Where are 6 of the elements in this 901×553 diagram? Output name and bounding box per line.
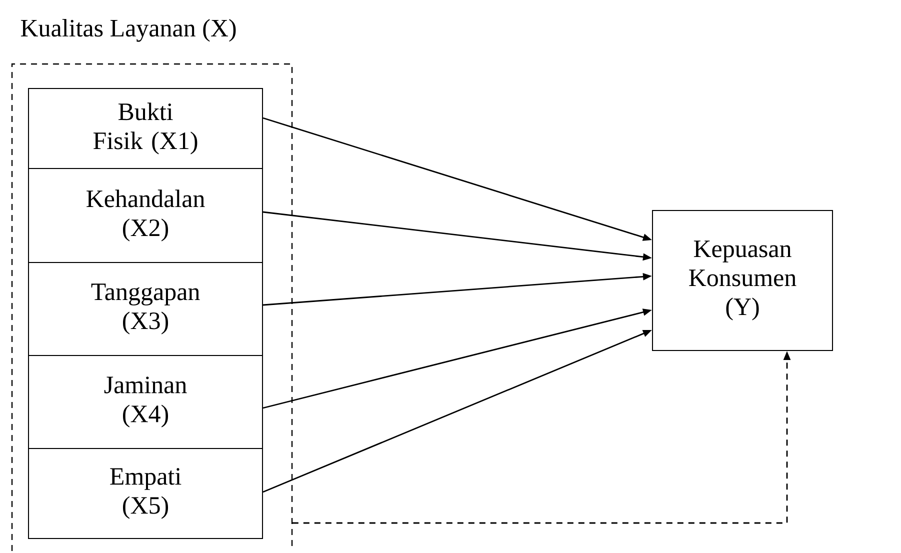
variable-box: Jaminan (X4): [28, 355, 263, 449]
variable-box: Bukti Fisik (X1): [28, 88, 263, 169]
variable-box: Kehandalan (X2): [28, 168, 263, 263]
variable-box: Kepuasan Konsumen (Y): [652, 210, 833, 351]
variable-box: Empati (X5): [28, 448, 263, 539]
variable-box: Tanggapan (X3): [28, 262, 263, 356]
